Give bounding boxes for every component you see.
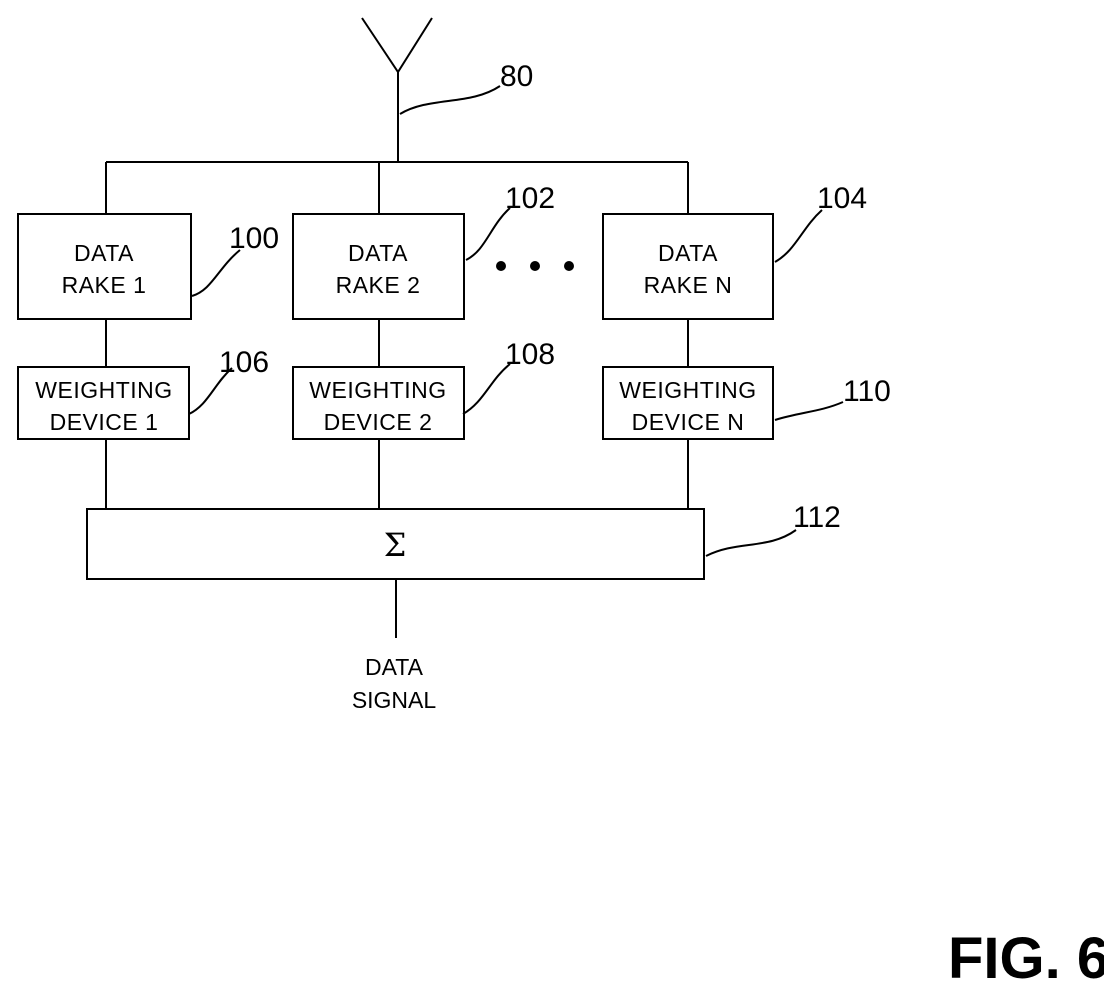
rake-2-line2: RAKE 2	[336, 272, 421, 298]
ref-label-112: 112	[793, 501, 841, 534]
weight-1-line2: DEVICE 1	[50, 409, 159, 435]
weight-n-line1: WEIGHTING	[619, 377, 756, 403]
antenna-icon	[362, 18, 432, 162]
rake-2-line1: DATA	[348, 240, 408, 266]
rake-block-n: DATA RAKE N	[603, 214, 773, 319]
rake-to-weight-lines	[106, 319, 688, 367]
ref-label-102: 102	[505, 182, 555, 215]
rake-block-1: DATA RAKE 1	[18, 214, 191, 319]
figure-label: FIG. 6	[948, 926, 1104, 991]
weight-1-line1: WEIGHTING	[35, 377, 172, 403]
weight-to-summer-lines	[106, 439, 688, 509]
rake-block-2: DATA RAKE 2	[293, 214, 464, 319]
leader-line-102	[466, 208, 510, 260]
ref-label-106: 106	[219, 346, 269, 379]
rake-1-line1: DATA	[74, 240, 134, 266]
ref-label-80: 80	[500, 60, 533, 93]
ref-label-104: 104	[817, 182, 867, 215]
rake-n-line1: DATA	[658, 240, 718, 266]
weight-2-line1: WEIGHTING	[309, 377, 446, 403]
weighting-block-n: WEIGHTING DEVICE N	[603, 367, 773, 439]
ref-label-100: 100	[229, 222, 279, 255]
leader-line-112	[706, 530, 796, 556]
leader-line-108	[463, 364, 510, 414]
output-label-line1: DATA	[365, 654, 424, 680]
weighting-block-1: WEIGHTING DEVICE 1	[18, 367, 189, 439]
ref-label-110: 110	[843, 375, 891, 408]
summer-block: Σ	[87, 509, 704, 579]
sigma-symbol: Σ	[384, 526, 407, 564]
leader-line-104	[775, 210, 822, 262]
leader-line-100	[192, 250, 240, 296]
weight-2-line2: DEVICE 2	[324, 409, 433, 435]
leader-line-80	[400, 86, 500, 114]
output-label-line2: SIGNAL	[352, 687, 437, 713]
distribution-bus	[106, 162, 688, 214]
ellipsis-dots	[496, 261, 574, 271]
rake-1-line2: RAKE 1	[62, 272, 147, 298]
ref-label-108: 108	[505, 338, 555, 371]
weighting-block-2: WEIGHTING DEVICE 2	[293, 367, 464, 439]
leader-line-110	[775, 402, 843, 420]
weight-n-line2: DEVICE N	[632, 409, 745, 435]
rake-n-line2: RAKE N	[644, 272, 733, 298]
